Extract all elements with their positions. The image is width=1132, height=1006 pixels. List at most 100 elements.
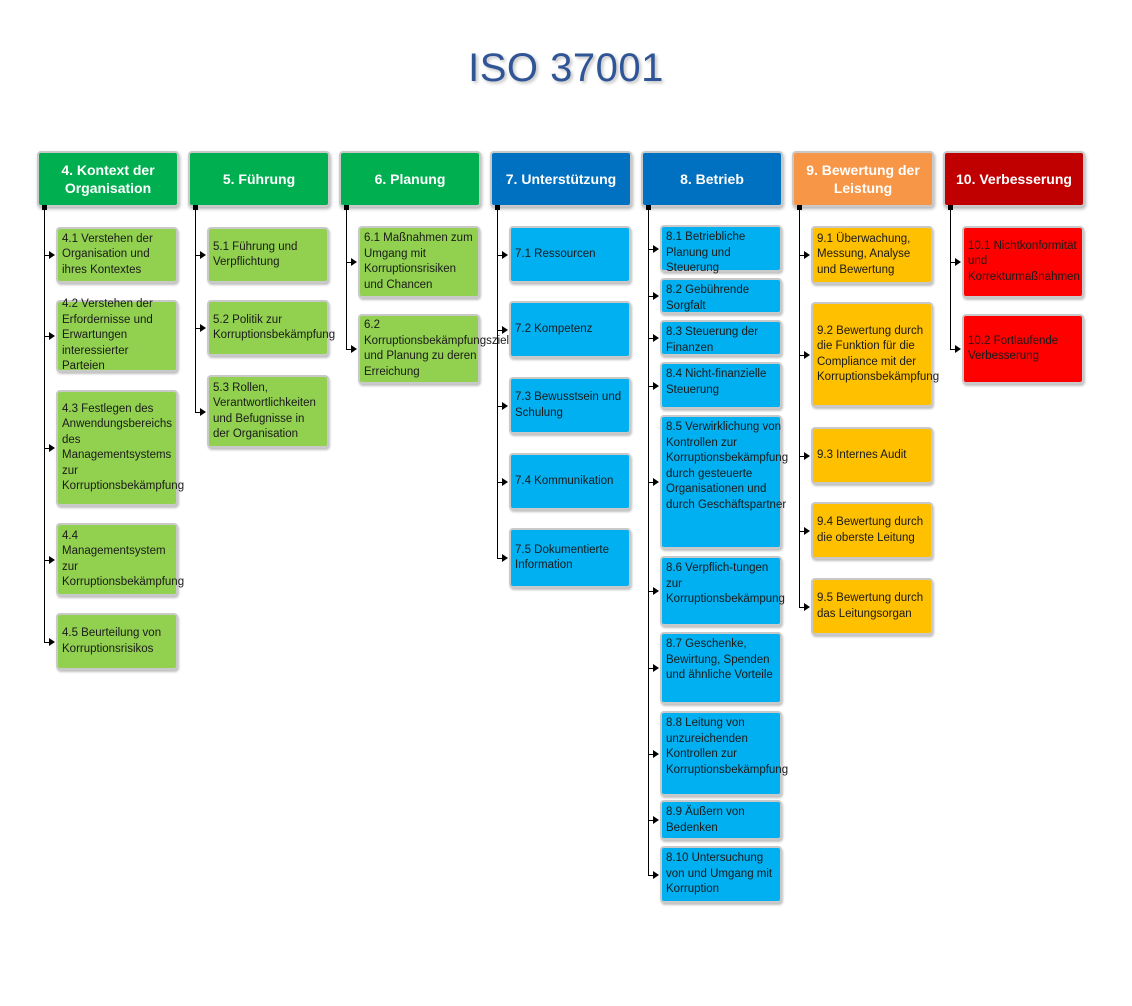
item-label: 7.4 Kommunikation: [515, 474, 614, 487]
arrow-icon: [653, 816, 659, 824]
item-box: 5.3 Rollen, Verantwortlichkeiten und Bef…: [207, 375, 329, 448]
arrow-icon: [804, 351, 810, 359]
item-label: 7.5 Dokumentierte Information: [515, 543, 609, 572]
item-label: 8.9 Äußern von Bedenken: [666, 806, 745, 834]
connector-line: [44, 207, 45, 642]
item-box: 7.4 Kommunikation: [509, 453, 631, 510]
item-box: 4.3 Festlegen des Anwendungsbereichs des…: [56, 390, 184, 506]
connector-branch: [799, 255, 805, 256]
connector-branch: [44, 642, 50, 643]
connector-line: [346, 207, 347, 349]
arrow-icon: [49, 556, 55, 564]
item-box: 4.4 Managementsystem zur Korruptionsbekä…: [56, 523, 184, 596]
connector-branch: [648, 668, 654, 669]
item-box: 8.4 Nicht-finanzielle Steuerung: [660, 362, 782, 409]
arrow-icon: [200, 408, 206, 416]
arrow-icon: [502, 402, 508, 410]
connector-branch: [195, 412, 201, 413]
arrow-icon: [351, 258, 357, 266]
item-label: 9.5 Bewertung durch das Leitungsorgan: [817, 592, 924, 620]
connector-branch: [648, 482, 654, 483]
item-box: 10.1 Nichtkonformität und Korrekturmaßna…: [962, 226, 1084, 298]
item-label: 9.4 Bewertung durch die oberste Leitung: [817, 516, 924, 544]
connector-branch: [950, 262, 956, 263]
column-header-c6: 6. Planung: [339, 151, 481, 207]
connector-branch: [950, 349, 956, 350]
item-label: 4.5 Beurteilung von Korruptionsrisikos: [62, 627, 162, 655]
connector-branch: [648, 296, 654, 297]
column-header-c9: 9. Bewertung der Leistung: [792, 151, 934, 207]
connector-line: [799, 207, 800, 607]
item-label: 9.1 Überwachung, Messung, Analyse und Be…: [817, 232, 911, 276]
connector-branch: [648, 249, 654, 250]
item-box: 8.5 Verwirklichung von Kontrollen zur Ko…: [660, 415, 788, 549]
item-box: 7.3 Bewusstsein und Schulung: [509, 377, 631, 434]
item-label: 5.3 Rollen, Verantwortlichkeiten und Bef…: [213, 381, 316, 441]
item-box: 9.4 Bewertung durch die oberste Leitung: [811, 502, 933, 559]
connector-line: [648, 207, 649, 875]
arrow-icon: [653, 245, 659, 253]
item-box: 10.2 Fortlaufende Verbesserung: [962, 314, 1084, 384]
item-box: 7.5 Dokumentierte Information: [509, 528, 631, 588]
connector-branch: [497, 482, 503, 483]
item-label: 4.1 Verstehen der Organisation und ihres…: [62, 232, 153, 276]
connector-line: [195, 207, 196, 412]
item-label: 5.1 Führung und Verpflichtung: [213, 240, 298, 269]
item-label: 8.2 Gebührende Sorgfalt: [666, 284, 750, 312]
connector-branch: [44, 448, 50, 449]
item-label: 8.7 Geschenke, Bewirtung, Spenden und äh…: [666, 638, 773, 681]
arrow-icon: [653, 664, 659, 672]
item-box: 7.1 Ressourcen: [509, 226, 631, 283]
item-box: 8.10 Untersuchung von und Umgang mit Kor…: [660, 846, 782, 903]
item-box: 8.7 Geschenke, Bewirtung, Spenden und äh…: [660, 632, 782, 704]
item-label: 8.6 Verpflich-tungen zur Korruptionsbekä…: [666, 562, 785, 605]
connector-branch: [648, 591, 654, 592]
item-box: 8.6 Verpflich-tungen zur Korruptionsbekä…: [660, 556, 785, 626]
arrow-icon: [49, 444, 55, 452]
connector-branch: [799, 531, 805, 532]
connector-branch: [195, 255, 201, 256]
item-box: 6.2 Korruptionsbekämpfungsziele und Plan…: [358, 314, 516, 384]
item-box: 9.3 Internes Audit: [811, 427, 933, 484]
arrow-icon: [502, 326, 508, 334]
arrow-icon: [653, 382, 659, 390]
item-box: 8.2 Gebührende Sorgfalt: [660, 278, 782, 314]
arrow-icon: [49, 638, 55, 646]
arrow-icon: [804, 251, 810, 259]
connector-branch: [346, 262, 352, 263]
arrow-icon: [49, 332, 55, 340]
connector-branch: [799, 355, 805, 356]
arrow-icon: [653, 478, 659, 486]
item-label: 7.1 Ressourcen: [515, 247, 596, 260]
page-title: ISO 37001: [468, 46, 664, 90]
connector-branch: [648, 754, 654, 755]
connector-branch: [195, 328, 201, 329]
item-label: 10.1 Nichtkonformität und Korrekturmaßna…: [968, 239, 1080, 283]
connector-branch: [44, 336, 50, 337]
arrow-icon: [49, 251, 55, 259]
connector-branch: [346, 349, 352, 350]
connector-branch: [497, 558, 503, 559]
connector-branch: [44, 255, 50, 256]
arrow-icon: [653, 587, 659, 595]
item-box: 7.2 Kompetenz: [509, 301, 631, 358]
connector-line: [950, 207, 951, 349]
arrow-icon: [502, 554, 508, 562]
arrow-icon: [955, 345, 961, 353]
item-label: 10.2 Fortlaufende Verbesserung: [968, 334, 1059, 363]
connector-branch: [497, 406, 503, 407]
connector-line: [497, 207, 498, 558]
item-label: 7.2 Kompetenz: [515, 322, 593, 335]
arrow-icon: [502, 478, 508, 486]
item-label: 4.3 Festlegen des Anwendungsbereichs des…: [62, 402, 185, 493]
connector-branch: [799, 456, 805, 457]
arrow-icon: [955, 258, 961, 266]
item-label: 8.5 Verwirklichung von Kontrollen zur Ko…: [666, 421, 789, 511]
item-label: 8.1 Betriebliche Planung und Steuerung: [666, 231, 746, 274]
connector-branch: [648, 875, 654, 876]
item-label: 5.2 Politik zur Korruptionsbekämpfung: [213, 313, 336, 342]
connector-branch: [497, 330, 503, 331]
item-box: 8.9 Äußern von Bedenken: [660, 800, 782, 840]
arrow-icon: [653, 334, 659, 342]
arrow-icon: [653, 292, 659, 300]
